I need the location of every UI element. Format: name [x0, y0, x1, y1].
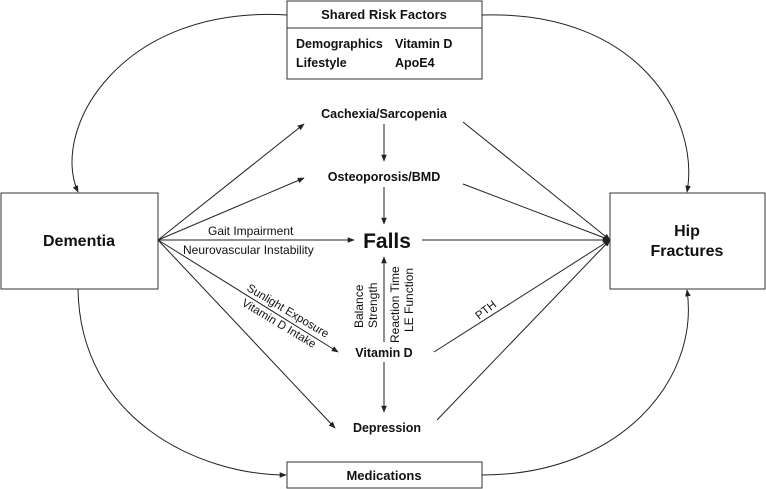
- shared-risk-factors-title: Shared Risk Factors: [321, 7, 447, 22]
- osteoporosis-label: Osteoporosis/BMD: [328, 170, 441, 184]
- dementia-box: [0, 192, 159, 290]
- hip-fractures-box: [609, 192, 766, 290]
- depression-label: Depression: [353, 421, 421, 435]
- falls-label: Falls: [363, 230, 411, 253]
- dementia-label: Dementia: [43, 233, 115, 250]
- balance-label: Balance: [352, 284, 366, 328]
- risk-factor-vitamin-d: Vitamin D: [395, 37, 452, 51]
- edge-depression-to-hip: [436, 239, 611, 421]
- strength-label: Strength: [366, 283, 380, 328]
- medications-box: [286, 461, 483, 489]
- gait-impairment-label: Gait Impairment: [208, 224, 294, 238]
- edge-risk-to-dementia: [71, 13, 288, 193]
- edge-medications-to-hip: [481, 289, 691, 476]
- risk-factor-lifestyle: Lifestyle: [296, 56, 347, 70]
- cachexia-label: Cachexia/Sarcopenia: [321, 107, 448, 121]
- vitamin-d-label: Vitamin D: [355, 346, 412, 360]
- hip-fractures-label-line2: Fractures: [651, 243, 724, 260]
- shared-risk-factors-box: [286, 0, 483, 80]
- risk-factor-apoe4: ApoE4: [395, 56, 435, 70]
- neurovascular-instability-label: Neurovascular Instability: [183, 243, 314, 257]
- edge-osteoporosis-to-hip: [462, 183, 611, 241]
- medications-label: Medications: [346, 468, 421, 483]
- edge-dementia-to-osteoporosis: [157, 177, 305, 241]
- edge-dementia-to-vitamin-d: [157, 239, 339, 353]
- edge-risk-to-hip: [481, 14, 691, 193]
- reaction-time-label: Reaction Time: [388, 266, 402, 343]
- edge-cachexia-to-hip: [462, 121, 611, 241]
- risk-factor-demographics: Demographics: [296, 37, 383, 51]
- edge-dementia-to-medications: [77, 288, 287, 478]
- le-function-label: LE Function: [402, 268, 416, 332]
- edge-dementia-to-cachexia: [157, 123, 305, 241]
- edge-dementia-to-depression: [157, 239, 336, 429]
- edge-vitamin-d-to-hip: [433, 239, 611, 353]
- hip-fractures-label-line1: Hip: [674, 223, 700, 240]
